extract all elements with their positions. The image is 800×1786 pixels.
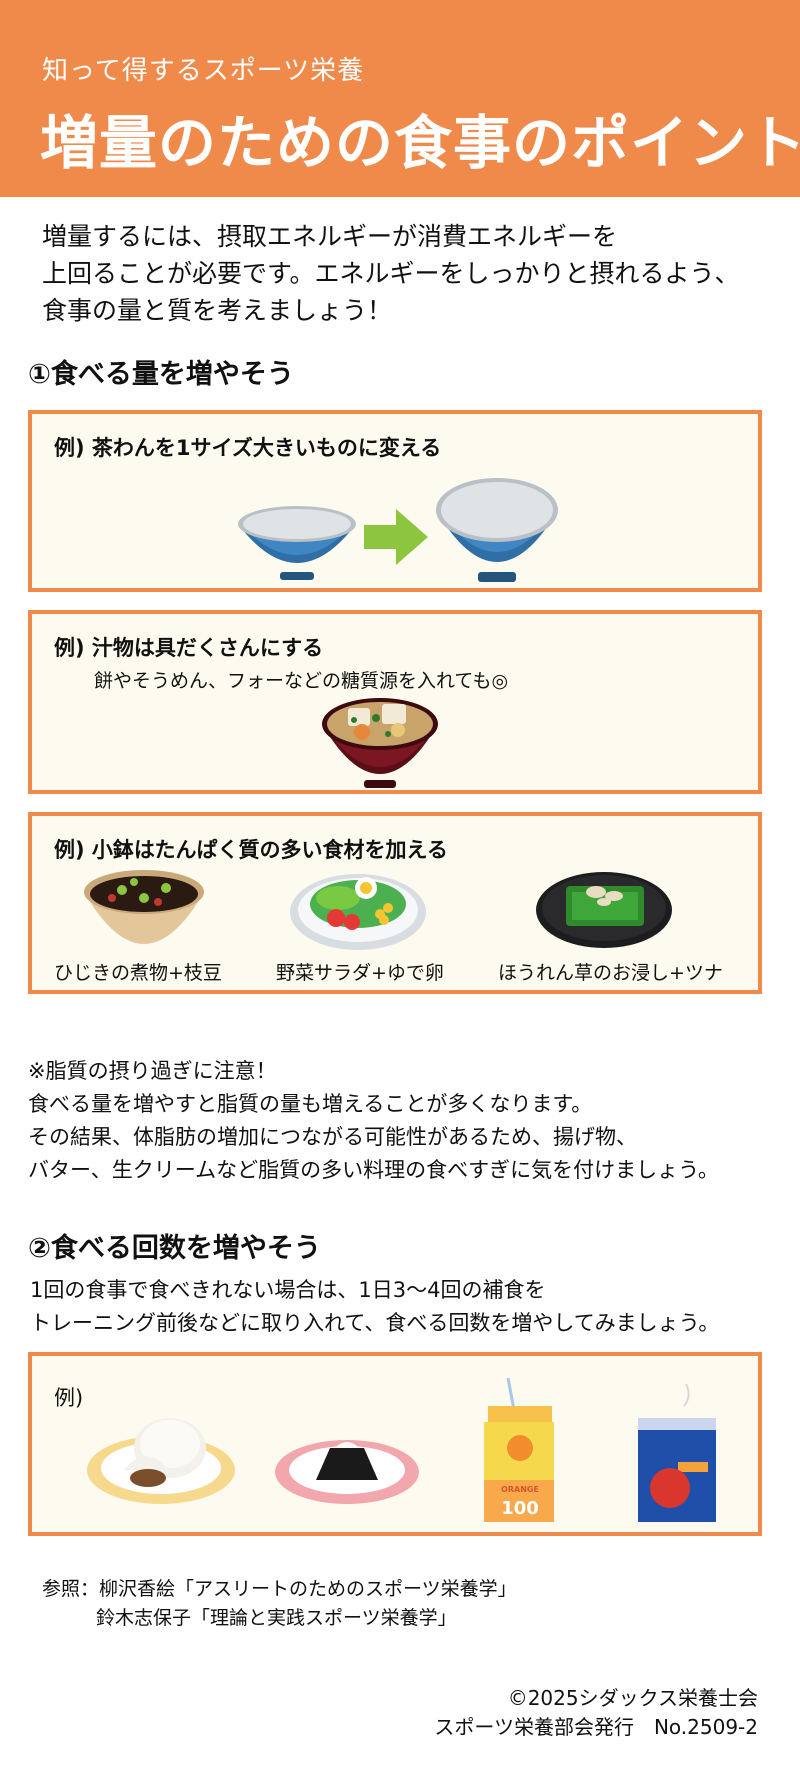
salad-icon bbox=[290, 874, 426, 950]
intro-text: 増量するには、摂取エネルギーが消費エネルギーを 上回ることが必要です。エネルギー… bbox=[42, 218, 762, 329]
miso-soup-icon bbox=[322, 698, 438, 788]
section2-text: 1回の食事で食べきれない場合は、1日3〜4回の補食を トレーニング前後などに取り… bbox=[30, 1274, 719, 1340]
juice-percent-text: 100 bbox=[501, 1498, 539, 1519]
caption-spinach: ほうれん草のお浸し+ツナ bbox=[498, 962, 723, 984]
caution-line: バター、生クリームなど脂質の多い料理の食べすぎに気を付けましょう。 bbox=[28, 1158, 719, 1182]
juice-brand-text: ORANGE bbox=[501, 1485, 539, 1494]
section2-title: ②食べる回数を増やそう bbox=[28, 1233, 321, 1264]
intro-line: 増量するには、摂取エネルギーが消費エネルギーを bbox=[42, 222, 618, 251]
box1-label: 例) 茶わんを1サイズ大きいものに変える bbox=[54, 436, 442, 460]
section2-line: 1回の食事で食べきれない場合は、1日3〜4回の補食を bbox=[30, 1278, 546, 1302]
side-dish-box: 例) 小鉢はたんぱく質の多い食材を加える ひじきの煮物+枝豆 野菜サラダ+ゆで卵 bbox=[28, 812, 762, 994]
hijiki-icon bbox=[84, 870, 204, 944]
soup-box: 例) 汁物は具だくさんにする 餅やそうめん、フォーなどの糖質源を入れても◎ bbox=[28, 610, 762, 794]
header-subtitle: 知って得するスポーツ栄養 bbox=[42, 56, 365, 86]
footer-credit: ©2025シダックス栄養士会 スポーツ栄養部会発行 No.2509-2 bbox=[434, 1684, 758, 1742]
arrow-right-icon bbox=[364, 509, 428, 565]
header-banner: 知って得するスポーツ栄養 増量のための食事のポイント bbox=[0, 0, 800, 197]
section2-line: トレーニング前後などに取り入れて、食べる回数を増やしてみましょう。 bbox=[30, 1311, 720, 1335]
box4-label: 例) bbox=[54, 1386, 84, 1410]
spinach-tuna-icon bbox=[536, 872, 672, 948]
reference-line: 鈴木志保子「理論と実践スポーツ栄養学」 bbox=[96, 1607, 457, 1629]
references: 参照：柳沢香絵「アスリートのためのスポーツ栄養学」 鈴木志保子「理論と実践スポー… bbox=[42, 1575, 517, 1633]
intro-line: 食事の量と質を考えましょう！ bbox=[42, 296, 393, 325]
caption-salad: 野菜サラダ+ゆで卵 bbox=[276, 962, 444, 984]
caution-line: 食べる量を増やすと脂質の量も増えることが多くなります。 bbox=[28, 1092, 593, 1116]
meat-bun-icon bbox=[87, 1418, 235, 1504]
box2-label: 例) 汁物は具だくさんにする bbox=[54, 636, 324, 660]
box2-subtext: 餅やそうめん、フォーなどの糖質源を入れても◎ bbox=[94, 670, 509, 692]
snack-box: 例) ORANGE 100 bbox=[28, 1352, 762, 1536]
juice-box-icon: ORANGE 100 bbox=[484, 1377, 554, 1522]
large-bowl-icon bbox=[436, 478, 558, 582]
small-bowl-icon bbox=[238, 506, 356, 580]
bowl-size-box: 例) 茶わんを1サイズ大きいものに変える bbox=[28, 410, 762, 592]
publisher-text: スポーツ栄養部会発行 No.2509-2 bbox=[434, 1715, 758, 1739]
box3-label: 例) 小鉢はたんぱく質の多い食材を加える bbox=[54, 838, 448, 862]
snack-bag-icon bbox=[638, 1383, 716, 1522]
caption-hijiki: ひじきの煮物+枝豆 bbox=[54, 962, 222, 984]
caution-line: その結果、体脂肪の増加につながる可能性があるため、揚げ物、 bbox=[28, 1125, 637, 1149]
intro-line: 上回ることが必要です。エネルギーをしっかりと摂れるよう、 bbox=[42, 259, 740, 288]
onigiri-icon bbox=[275, 1440, 419, 1504]
caution-line: ※脂質の摂り過ぎに注意！ bbox=[28, 1059, 277, 1083]
reference-line: 参照：柳沢香絵「アスリートのためのスポーツ栄養学」 bbox=[42, 1578, 517, 1600]
fat-caution-note: ※脂質の摂り過ぎに注意！ 食べる量を増やすと脂質の量も増えることが多くなります。… bbox=[28, 1055, 719, 1187]
copyright-text: ©2025シダックス栄養士会 bbox=[507, 1686, 758, 1710]
section1-title: ①食べる量を増やそう bbox=[28, 359, 294, 390]
page-title: 増量のための食事のポイント bbox=[40, 109, 800, 177]
